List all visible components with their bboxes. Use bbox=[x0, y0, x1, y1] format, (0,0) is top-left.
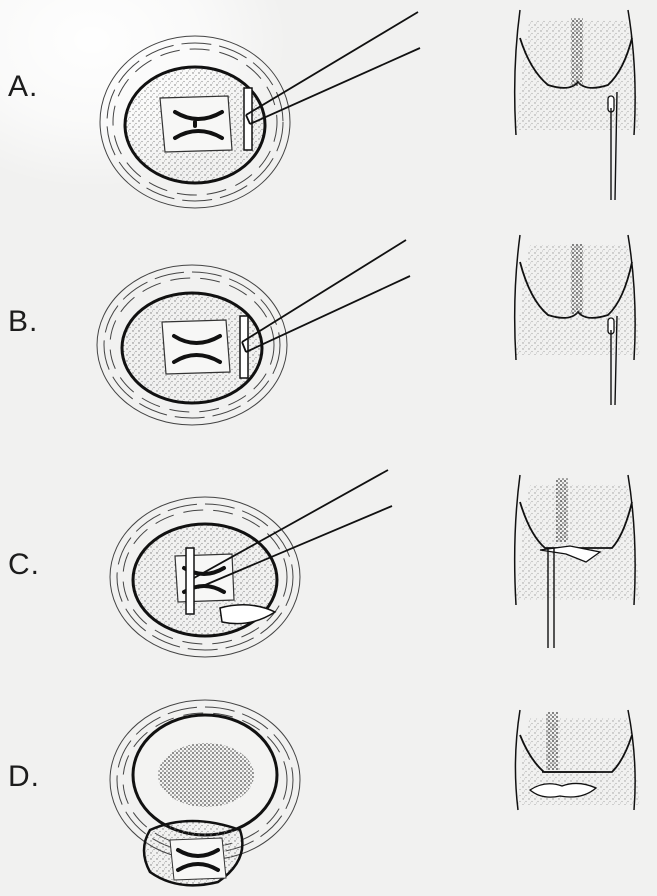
panel-b-side-view bbox=[515, 235, 640, 405]
panel-c-side-view bbox=[515, 475, 640, 648]
panel-d-top-view bbox=[110, 700, 300, 885]
panel-d-side-view bbox=[515, 710, 640, 810]
panel-c-top-view bbox=[110, 470, 392, 657]
panel-b-top-view bbox=[97, 240, 410, 425]
panel-a-top-view bbox=[100, 12, 420, 208]
panel-a-side-view bbox=[515, 10, 640, 200]
